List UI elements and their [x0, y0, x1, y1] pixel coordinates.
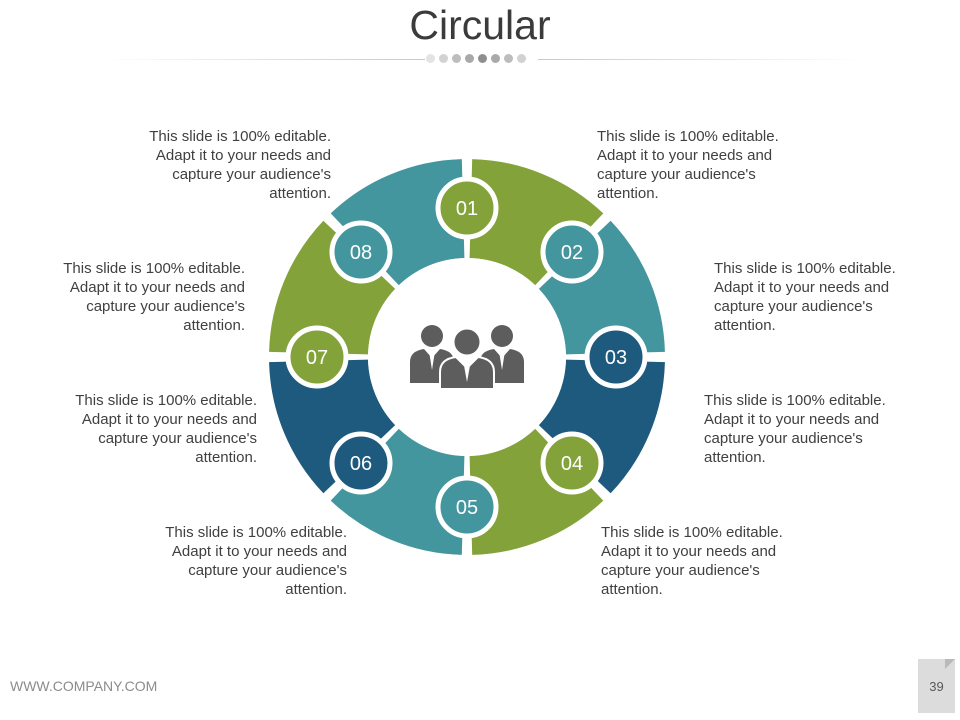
step-number: 04	[561, 453, 583, 475]
step-description: This slide is 100% editable. Adapt it to…	[601, 524, 783, 598]
footer-url: WWW.COMPANY.COM	[10, 678, 158, 694]
page-number: 39	[929, 679, 944, 694]
ring-segment	[269, 220, 396, 355]
title-divider-dots	[426, 54, 536, 64]
ring-segment	[469, 428, 604, 555]
step-description: This slide is 100% editable. Adapt it to…	[597, 128, 779, 202]
step-description: This slide is 100% editable. Adapt it to…	[75, 392, 257, 466]
step-badge-circle	[540, 431, 604, 495]
step-badge-circle	[435, 475, 499, 539]
ring-segment	[538, 220, 665, 355]
step-badge-circle	[540, 220, 604, 284]
divider-dot	[478, 54, 487, 63]
step-number: 06	[350, 453, 372, 475]
ring-segment	[538, 359, 665, 494]
step-badge: 07	[285, 325, 349, 389]
divider-dot	[465, 54, 474, 63]
title-divider-right	[538, 59, 863, 60]
step-badge: 02	[540, 220, 604, 284]
step-number: 01	[456, 198, 478, 220]
business-team-icon	[410, 325, 524, 390]
ring-segments	[269, 159, 665, 555]
ring-segment	[269, 359, 396, 494]
step-badge: 06	[329, 431, 393, 495]
step-badge: 05	[435, 475, 499, 539]
slide-title: Circular	[409, 2, 551, 48]
step-badge-circle	[329, 220, 393, 284]
step-badge-circle	[285, 325, 349, 389]
step-description: This slide is 100% editable. Adapt it to…	[63, 260, 245, 334]
divider-dot	[439, 54, 448, 63]
step-badge-circle	[584, 325, 648, 389]
ring-segment	[469, 159, 604, 286]
step-badge: 08	[329, 220, 393, 284]
person-center-icon	[439, 327, 495, 390]
divider-dot	[452, 54, 461, 63]
step-description: This slide is 100% editable. Adapt it to…	[165, 524, 347, 598]
center-circle	[368, 258, 566, 456]
step-badge: 04	[540, 431, 604, 495]
divider-dot	[426, 54, 435, 63]
page-number-box: 39	[918, 659, 955, 713]
step-badge-circle	[329, 431, 393, 495]
title-divider-left	[100, 59, 425, 60]
step-badge: 03	[584, 325, 648, 389]
page-fold-corner	[945, 659, 955, 669]
step-badges: 01 02 03 04 05 06 07 08	[285, 176, 648, 539]
step-number: 08	[350, 242, 372, 264]
step-number: 07	[306, 347, 328, 369]
divider-dot	[517, 54, 526, 63]
divider-dot	[504, 54, 513, 63]
step-badge: 01	[435, 176, 499, 240]
ring-segment	[330, 159, 465, 286]
step-number: 03	[605, 347, 627, 369]
ring-segment	[330, 428, 465, 555]
step-description: This slide is 100% editable. Adapt it to…	[149, 128, 331, 202]
step-badge-circle	[435, 176, 499, 240]
step-number: 02	[561, 242, 583, 264]
step-description: This slide is 100% editable. Adapt it to…	[704, 392, 886, 466]
divider-dot	[491, 54, 500, 63]
step-description: This slide is 100% editable. Adapt it to…	[714, 260, 896, 334]
step-number: 05	[456, 497, 478, 519]
